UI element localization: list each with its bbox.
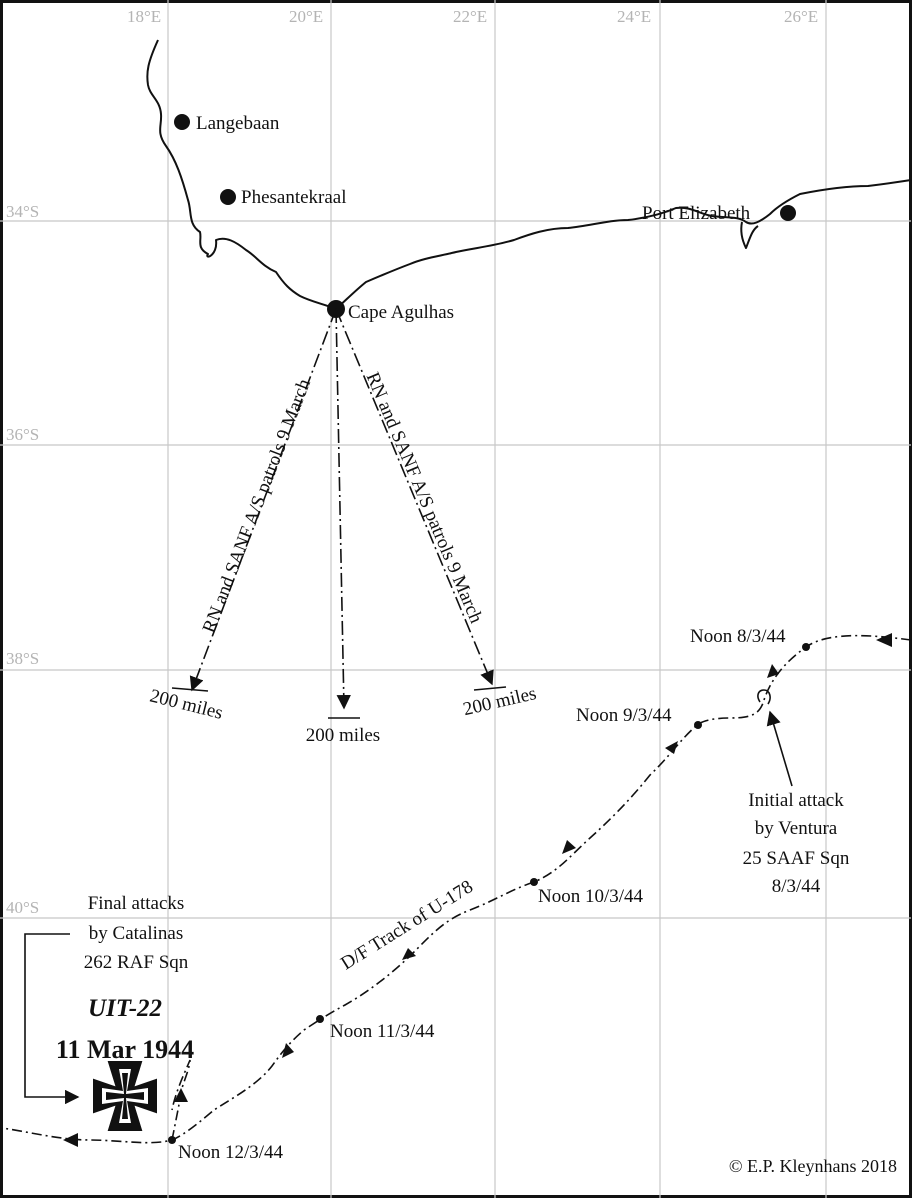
noon-10-label: Noon 10/3/44 [538, 886, 644, 907]
df-track-loop [171, 1059, 191, 1141]
final-attacks-pointer [24, 933, 80, 1105]
patrol-end-west [171, 687, 209, 692]
place-cape-agulhas: Cape Agulhas [327, 300, 454, 323]
lon-label-24: 24°E [617, 7, 651, 26]
track-arrow-8 [174, 1088, 188, 1102]
place-label-port-elizabeth: Port Elizabeth [642, 203, 751, 224]
coastline-bay [740, 221, 759, 249]
patrol-label-east: RN and SANF A/S patrols 9 March [362, 369, 487, 626]
patrol-line-south [335, 308, 351, 710]
noon-11-label: Noon 11/3/44 [330, 1021, 435, 1042]
lon-label-22: 22°E [453, 7, 487, 26]
lat-label-36: 36°S [6, 425, 39, 444]
noon-12-dot [168, 1136, 176, 1144]
df-track-label: D/F Track of U-178 [337, 876, 477, 974]
patrol-line-east [335, 308, 494, 686]
noon-9-dot [694, 721, 702, 729]
noon-12-label: Noon 12/3/44 [178, 1142, 284, 1163]
track-arrow-1 [876, 633, 892, 647]
initial-attack-note: Initial attack by Ventura 25 SAAF Sqn 8/… [743, 790, 850, 897]
initial-attack-line-1: Initial attack [748, 790, 844, 811]
coastline [146, 39, 912, 310]
final-attacks-note: Final attacks by Catalinas 262 RAF Sqn [84, 893, 189, 973]
patrol-range-south: 200 miles [306, 725, 380, 746]
sinking-date-label: 11 Mar 1944 [56, 1035, 194, 1064]
track-arrow-7 [63, 1133, 78, 1147]
noon-10-dot [530, 878, 538, 886]
place-port-elizabeth: Port Elizabeth [642, 203, 796, 224]
latitude-labels: 34°S 36°S 38°S 40°S [6, 202, 39, 917]
initial-attack-arrow [766, 710, 793, 787]
sinking-vessel-label: UIT-22 [88, 995, 162, 1022]
track-arrow-2 [767, 664, 779, 678]
place-label-langebaan: Langebaan [196, 113, 280, 134]
lat-label-34: 34°S [6, 202, 39, 221]
place-label-phesantekraal: Phesantekraal [241, 187, 347, 208]
lat-label-38: 38°S [6, 649, 39, 668]
final-attacks-line-3: 262 RAF Sqn [84, 952, 189, 973]
patrol-range-east: 200 miles [461, 683, 538, 720]
final-attacks-line-1: Final attacks [88, 893, 185, 914]
track-arrow-6 [282, 1043, 294, 1058]
place-phesantekraal: Phesantekraal [220, 187, 347, 208]
patrol-lines [171, 308, 507, 719]
lon-label-18: 18°E [127, 7, 161, 26]
noon-8-dot [802, 643, 810, 651]
noon-11-dot [316, 1015, 324, 1023]
initial-attack-line-3: 25 SAAF Sqn [743, 848, 850, 869]
longitude-labels: 18°E 20°E 22°E 24°E 26°E [127, 7, 818, 26]
noon-9-label: Noon 9/3/44 [576, 705, 672, 726]
copyright: © E.P. Kleynhans 2018 [729, 1156, 897, 1176]
noon-8-label: Noon 8/3/44 [690, 626, 786, 647]
df-track-line [1, 634, 912, 1144]
lon-label-20: 20°E [289, 7, 323, 26]
iron-cross-icon [93, 1061, 157, 1131]
track-direction-arrows [63, 633, 892, 1147]
place-label-cape-agulhas: Cape Agulhas [348, 302, 454, 323]
df-track [1, 634, 912, 1144]
place-langebaan: Langebaan [174, 113, 280, 134]
lat-label-40: 40°S [6, 898, 39, 917]
patrol-line-west [189, 308, 337, 692]
final-attacks-line-2: by Catalinas [89, 923, 183, 944]
track-arrow-3 [665, 741, 678, 754]
patrol-label-west: RN and SANF A/S patrols 9 March [199, 376, 316, 636]
noon-positions: Noon 8/3/44 Noon 9/3/44 Noon 10/3/44 Noo… [168, 626, 810, 1163]
patrol-range-west: 200 miles [148, 685, 225, 723]
track-arrow-4 [562, 840, 576, 854]
initial-attack-line-2: by Ventura [755, 818, 838, 839]
track-arrow-5 [402, 948, 416, 960]
lon-label-26: 26°E [784, 7, 818, 26]
initial-attack-line-4: 8/3/44 [772, 876, 821, 897]
initial-attack-hook [757, 689, 771, 705]
patrol-end-east [473, 686, 507, 691]
